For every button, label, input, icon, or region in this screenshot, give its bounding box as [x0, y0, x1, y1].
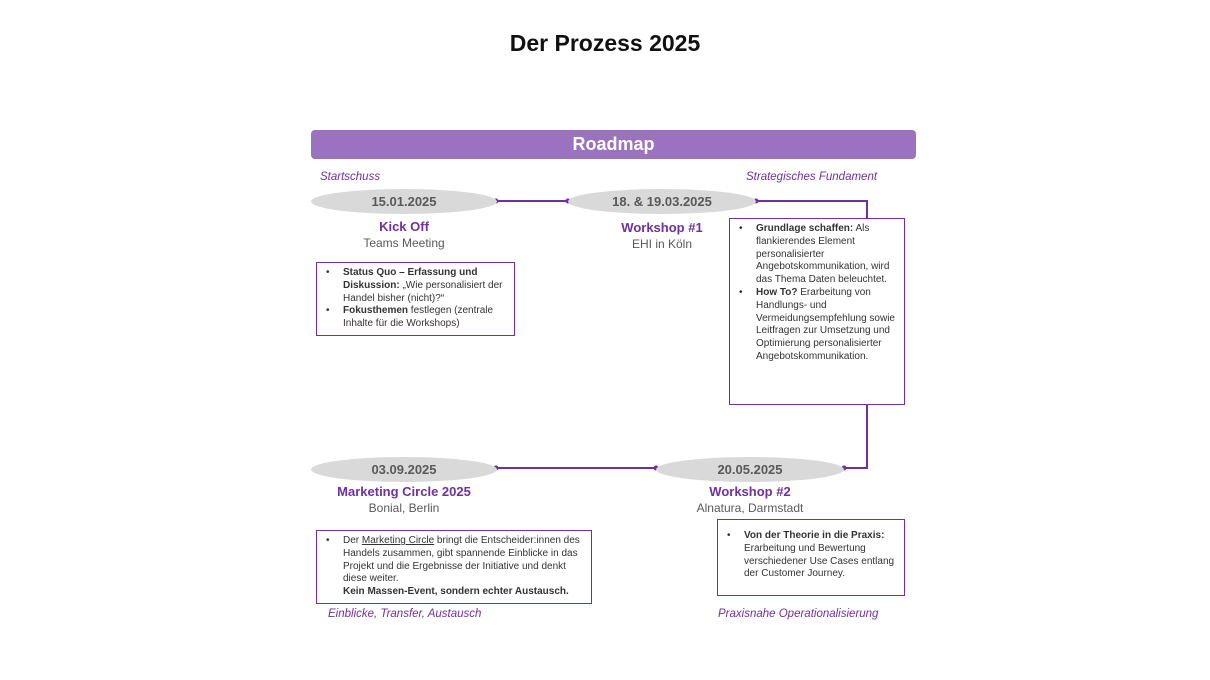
list-item: How To? Erarbeitung von Handlungs- und V… — [739, 287, 898, 364]
marketing-circle-link[interactable]: Marketing Circle — [361, 535, 435, 546]
list-item: Von der Theorie in die Praxis: Erarbeitu… — [727, 530, 898, 581]
connector-ws1-ws2-lower — [844, 404, 868, 469]
tag-startschuss: Startschuss — [320, 171, 381, 183]
event-location-kickoff: Teams Meeting — [363, 236, 445, 250]
info-box-workshop-1: Grundlage schaffen: Als flankierendes El… — [729, 218, 905, 405]
list-item: Fokusthemen festlegen (zentrale Inhalte … — [326, 305, 508, 331]
tag-einblicke: Einblicke, Transfer, Austausch — [328, 608, 482, 620]
info-box-kickoff: Status Quo – Erfassung und Diskussion: „… — [316, 262, 515, 336]
event-title-workshop-2: Workshop #2 — [709, 484, 791, 499]
info-box-workshop-2: Von der Theorie in die Praxis: Erarbeitu… — [717, 519, 905, 596]
page-title: Der Prozess 2025 — [509, 30, 701, 56]
info-box-marketing-circle: Der Marketing Circle bringt die Entschei… — [316, 530, 592, 604]
event-location-workshop-1: EHI in Köln — [631, 237, 693, 251]
event-location-workshop-2: Alnatura, Darmstadt — [696, 501, 804, 515]
event-title-kickoff: Kick Off — [379, 219, 429, 234]
list-item: Grundlage schaffen: Als flankierendes El… — [739, 223, 898, 287]
date-pill-marketing-circle: 03.09.2025 — [311, 457, 497, 482]
date-pill-workshop-1: 18. & 19.03.2025 — [568, 189, 756, 214]
date-pill-workshop-2: 20.05.2025 — [656, 457, 844, 482]
event-location-marketing-circle: Bonial, Berlin — [368, 501, 440, 515]
roadmap-banner: Roadmap — [311, 130, 916, 159]
connector-ws1-ws2 — [756, 200, 868, 218]
date-pill-kickoff: 15.01.2025 — [311, 189, 497, 214]
list-item: Status Quo – Erfassung und Diskussion: „… — [326, 267, 508, 305]
event-title-workshop-1: Workshop #1 — [621, 220, 703, 235]
list-item: Der Marketing Circle bringt die Entschei… — [326, 535, 585, 599]
event-title-marketing-circle: Marketing Circle 2025 — [337, 484, 471, 499]
tag-strategisches-fundament: Strategisches Fundament — [746, 171, 878, 183]
tag-praxisnahe: Praxisnahe Operationalisierung — [718, 608, 879, 620]
